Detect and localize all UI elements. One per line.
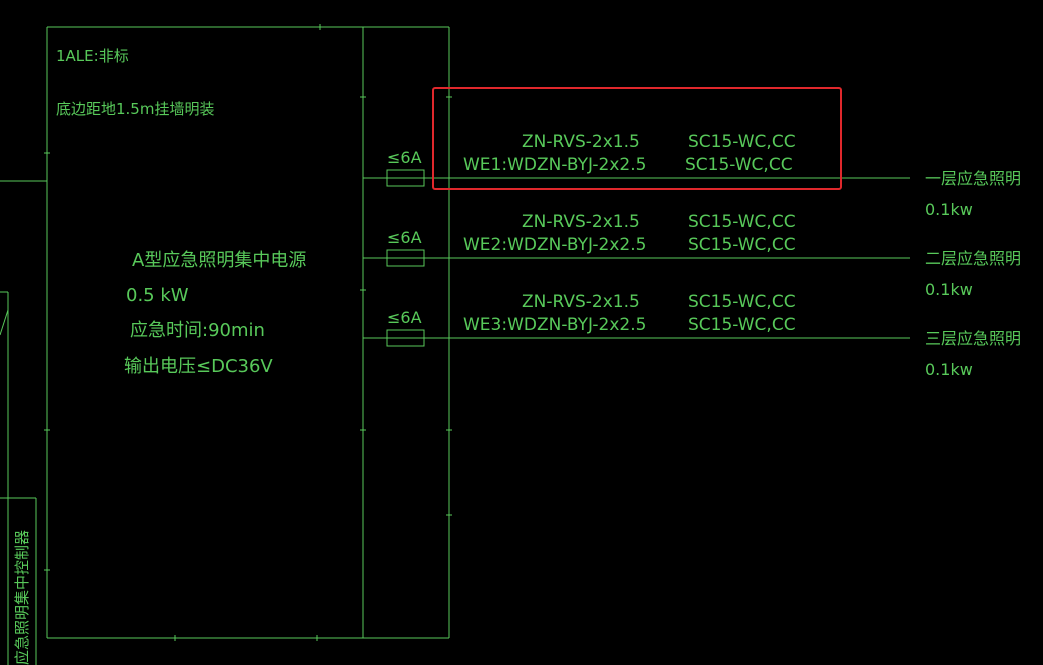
fuse-symbol bbox=[386, 329, 425, 347]
cable-laying-lower: SC15-WC,CC bbox=[685, 155, 793, 175]
panel-mount-note: 底边距地1.5m挂墙明装 bbox=[56, 100, 214, 118]
frame-tick-marks bbox=[44, 24, 452, 641]
load-power: 0.1kw bbox=[925, 280, 973, 299]
circuit-row-we2: ≤6A ZN-RVS-2x1.5 SC15-WC,CC WE2:WDZN-BYJ… bbox=[363, 212, 1021, 299]
cable-spec-upper: ZN-RVS-2x1.5 bbox=[522, 212, 640, 232]
cable-laying-lower: SC15-WC,CC bbox=[688, 315, 796, 335]
fuse-symbol bbox=[386, 249, 425, 267]
cable-laying-lower: SC15-WC,CC bbox=[688, 235, 796, 255]
load-name: 二层应急照明 bbox=[925, 249, 1021, 268]
panel-label: 1ALE:非标 bbox=[56, 47, 129, 65]
cable-spec-lower: WE3:WDZN-BYJ-2x2.5 bbox=[463, 315, 646, 335]
cable-spec-lower: WE2:WDZN-BYJ-2x2.5 bbox=[463, 235, 646, 255]
fuse-symbol bbox=[386, 169, 425, 187]
circuit-row-we1: ≤6A ZN-RVS-2x1.5 SC15-WC,CC WE1:WDZN-BYJ… bbox=[363, 132, 1021, 219]
load-power: 0.1kw bbox=[925, 200, 973, 219]
cable-laying-upper: SC15-WC,CC bbox=[688, 292, 796, 312]
controller-label: 应急照明集中控制器 bbox=[13, 530, 31, 665]
power-source-block: A型应急照明集中电源 0.5 kW 应急时间:90min 输出电压≤DC36V bbox=[124, 250, 306, 377]
breaker-rating: ≤6A bbox=[387, 148, 422, 167]
power-source-output-voltage: 输出电压≤DC36V bbox=[124, 356, 273, 377]
left-connection-wires bbox=[0, 180, 47, 665]
cable-laying-upper: SC15-WC,CC bbox=[688, 132, 796, 152]
cable-spec-lower: WE1:WDZN-BYJ-2x2.5 bbox=[463, 155, 646, 175]
breaker-rating: ≤6A bbox=[387, 308, 422, 327]
breaker-rating: ≤6A bbox=[387, 228, 422, 247]
load-name: 三层应急照明 bbox=[925, 329, 1021, 348]
circuit-row-we3: ≤6A ZN-RVS-2x1.5 SC15-WC,CC WE3:WDZN-BYJ… bbox=[363, 292, 1021, 379]
cable-spec-upper: ZN-RVS-2x1.5 bbox=[522, 132, 640, 152]
highlight-box bbox=[432, 87, 842, 190]
power-source-type: A型应急照明集中电源 bbox=[132, 250, 306, 271]
cable-spec-upper: ZN-RVS-2x1.5 bbox=[522, 292, 640, 312]
load-name: 一层应急照明 bbox=[925, 169, 1021, 188]
controller-box: 应急照明集中控制器 bbox=[0, 497, 37, 665]
power-source-power: 0.5 kW bbox=[126, 285, 189, 306]
cable-laying-upper: SC15-WC,CC bbox=[688, 212, 796, 232]
load-power: 0.1kw bbox=[925, 360, 973, 379]
power-source-emergency-time: 应急时间:90min bbox=[130, 320, 265, 341]
panel-frame bbox=[46, 26, 450, 639]
